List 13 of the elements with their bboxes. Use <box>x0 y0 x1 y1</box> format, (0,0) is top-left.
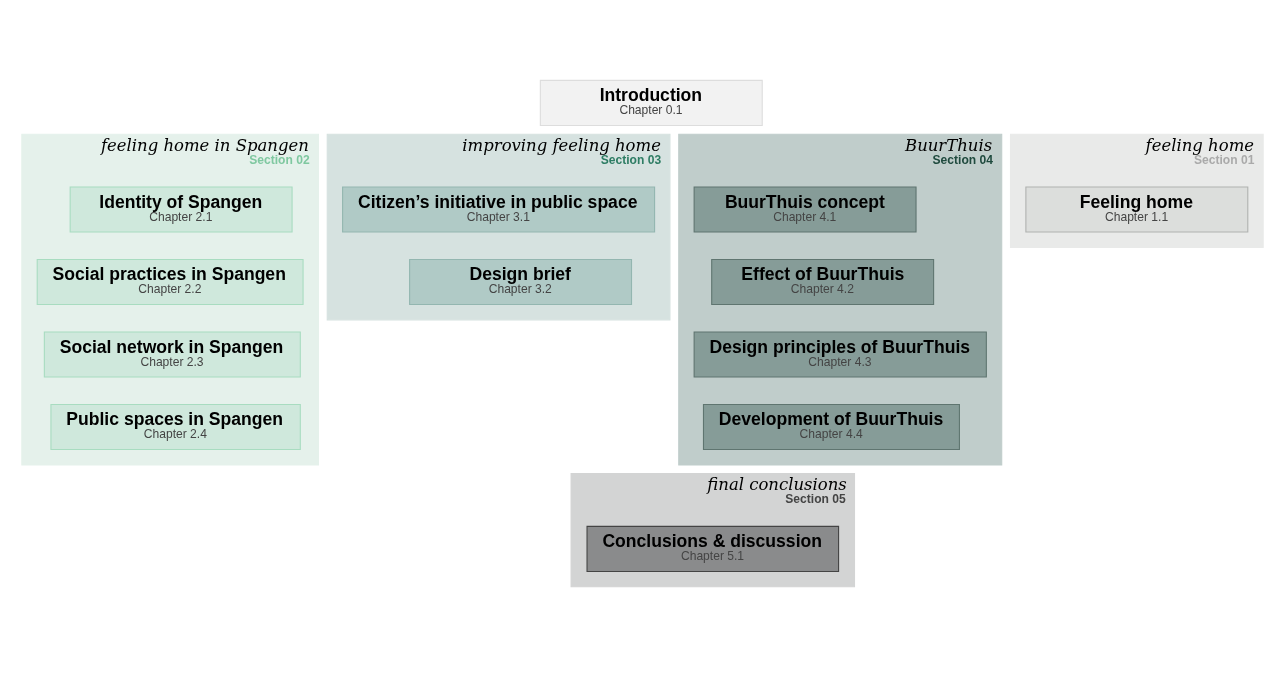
node-box: Introduction Chapter 0.1 <box>539 79 763 126</box>
node-box: Design principles of BuurThuis Chapter 4.3 <box>693 330 987 378</box>
node-box: Effect of BuurThuis Chapter 4.2 <box>711 258 935 305</box>
node-box: Design brief Chapter 3.2 <box>409 258 633 305</box>
node-box: BuurThuis concept Chapter 4.1 <box>693 185 917 233</box>
node-box: Conclusions & discussion Chapter 5.1 <box>586 525 840 572</box>
node-box: Public spaces in Spangen Chapter 2.4 <box>50 403 301 450</box>
node-box: Social practices in Spangen Chapter 2.2 <box>36 258 304 305</box>
node-box: Identity of Spangen Chapter 2.1 <box>69 185 293 233</box>
node-box: Citizen’s initiative in public space Chapter 3.1 <box>342 185 656 233</box>
node-box: Feeling home Chapter 1.1 <box>1025 185 1249 233</box>
node-box: Development of BuurThuis Chapter 4.4 <box>702 403 960 450</box>
node-box: Social network in Spangen Chapter 2.3 <box>43 330 301 378</box>
